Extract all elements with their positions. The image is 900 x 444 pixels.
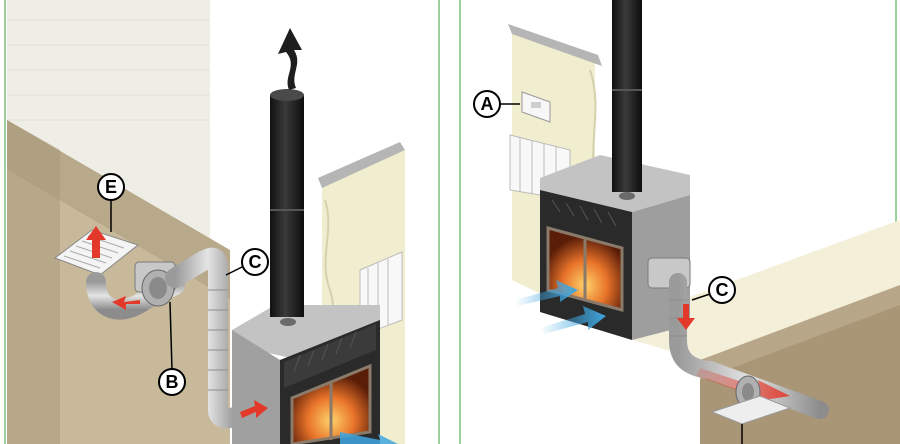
callout-b: B <box>158 301 186 396</box>
duct-rings <box>208 289 228 391</box>
right-wall-cap <box>508 24 602 66</box>
left-wall-cap <box>318 142 405 188</box>
right-duct-c <box>647 257 829 444</box>
right-stove <box>515 155 690 340</box>
callout-e-label: E <box>105 177 117 197</box>
callout-a: A <box>473 90 520 118</box>
callout-c-left: C <box>225 248 269 276</box>
right-panel: A C <box>459 0 900 444</box>
left-stove <box>232 305 398 444</box>
right-duct-down-arrow <box>677 304 695 330</box>
smoke-exhaust-arrow <box>278 28 302 90</box>
left-panel: E B C <box>4 0 440 444</box>
register-heat-arrow <box>86 226 106 258</box>
right-floor-register <box>710 395 792 425</box>
right-flue-pipe <box>612 0 642 200</box>
wall-texture <box>7 19 210 121</box>
left-floor-shadow <box>7 120 60 444</box>
left-duct-c <box>165 247 250 429</box>
right-cool-air-arrow-1 <box>515 280 578 306</box>
left-duct-arrow <box>112 296 140 310</box>
left-cool-air-arrow <box>340 432 398 444</box>
left-duct-to-register <box>86 272 185 320</box>
callout-c-right-label: C <box>716 280 729 300</box>
callout-b-label: B <box>166 372 179 392</box>
right-cool-air-arrow-2 <box>540 306 606 334</box>
callout-c-right: C <box>691 276 736 304</box>
stove-inlet-arrow <box>240 400 268 418</box>
callout-a-label: A <box>481 94 494 114</box>
floor-register-e <box>53 226 140 276</box>
callout-e: E <box>97 173 125 232</box>
callout-c-left-label: C <box>249 252 262 272</box>
left-flue-pipe <box>270 89 304 326</box>
thermostat-a <box>521 91 551 123</box>
left-floor-slab-top <box>7 120 230 300</box>
